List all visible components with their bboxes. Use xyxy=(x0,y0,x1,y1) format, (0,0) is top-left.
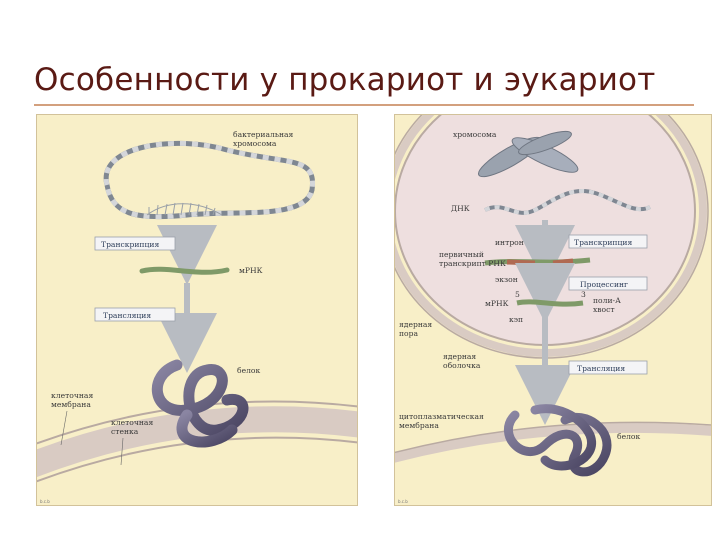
pore-label-1: ядерная xyxy=(399,320,432,329)
pore-label-2: пора xyxy=(399,329,418,338)
translation-label: Трансляция xyxy=(103,311,151,320)
protein-shape xyxy=(504,404,612,477)
transcription-label: Транскрипция xyxy=(101,240,159,249)
corner-mark: b.c.b xyxy=(40,499,50,504)
mrna-label: мРНК xyxy=(239,266,263,275)
bacterial-chromosome xyxy=(103,140,316,220)
five-prime-label: 5 xyxy=(515,290,520,299)
membrane-label-1: клеточная xyxy=(51,391,93,400)
cyto-label-1: цитоплазматическая xyxy=(399,412,484,421)
prokaryote-diagram: бактериальная хромосома Транскрипция мРН… xyxy=(37,130,357,504)
eukaryote-panel: хромосома ДНК Транскрипция интрон первич… xyxy=(394,114,712,506)
mrna-label: мРНК xyxy=(485,299,509,308)
protein-shape xyxy=(151,359,249,448)
prokaryote-panel: бактериальная хромосома Транскрипция мРН… xyxy=(36,114,358,506)
transcription-label: Транскрипция xyxy=(574,238,632,247)
slide-title: Особенности у прокариот и эукариот xyxy=(34,62,656,98)
polya-label-2: хвост xyxy=(593,305,615,314)
membrane-label-2: мембрана xyxy=(51,400,91,409)
chromosome-label-1: бактериальная xyxy=(233,130,294,139)
polya-label-1: поли-А xyxy=(593,296,621,305)
corner-mark: b.c.b xyxy=(398,499,408,504)
chromosome-label: хромосома xyxy=(453,130,497,139)
mrna-strand xyxy=(139,266,230,275)
envelope-label-2: оболочка xyxy=(443,361,481,370)
wall-label-1: клеточная xyxy=(111,418,153,427)
cytoplasmic-membrane xyxy=(395,422,711,463)
dna-helix xyxy=(484,189,651,215)
chromosome-label-2: хромосома xyxy=(233,139,277,148)
wall-label-2: стенка xyxy=(111,427,139,436)
translation-label: Трансляция xyxy=(577,364,625,373)
primary-label-1: первичный xyxy=(439,250,484,259)
translation-box xyxy=(568,360,648,375)
dna-label: ДНК xyxy=(451,204,470,213)
processing-box xyxy=(568,276,648,291)
processing-label: Процессинг xyxy=(580,280,628,289)
transcription-box xyxy=(568,234,648,249)
eukaryote-diagram: хромосома ДНК Транскрипция интрон первич… xyxy=(395,115,711,504)
primary-label-2: транскрипт РНК xyxy=(439,259,506,268)
cyto-label-2: мембрана xyxy=(399,421,439,430)
protein-label: белок xyxy=(237,366,260,375)
intron-label: интрон xyxy=(495,238,524,247)
three-prime-label: 3 xyxy=(581,290,586,299)
protein-label: белок xyxy=(617,432,640,441)
exon-label: экзон xyxy=(495,275,518,284)
envelope-label-1: ядерная xyxy=(443,352,476,361)
mrna-strand xyxy=(516,299,584,307)
translation-box xyxy=(94,307,176,322)
transcription-box xyxy=(94,236,176,251)
cap-label: кэп xyxy=(509,315,523,324)
eukaryote-chromosome xyxy=(478,130,579,178)
title-rule xyxy=(34,104,694,106)
